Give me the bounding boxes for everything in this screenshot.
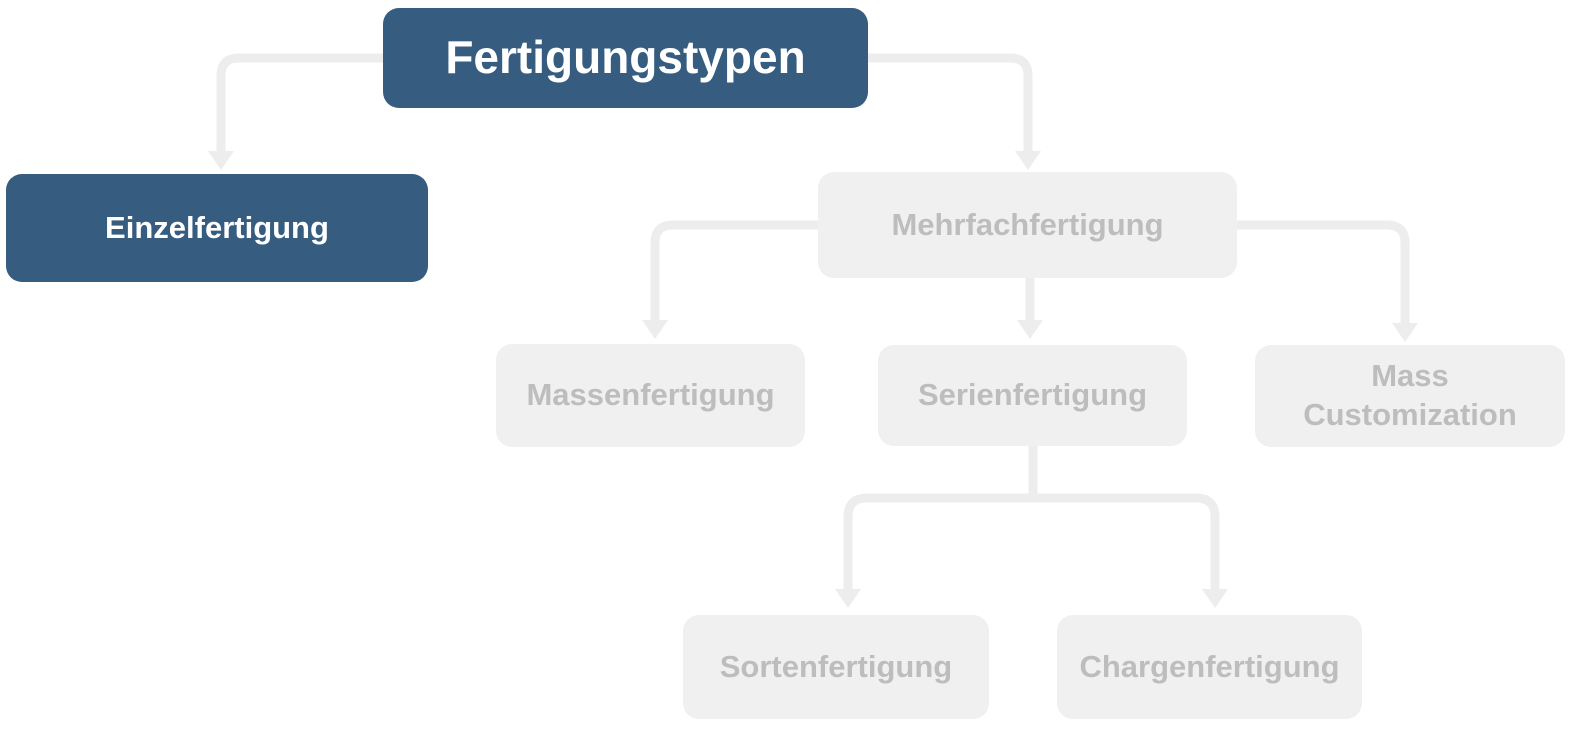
- node-einzelfertigung: Einzelfertigung: [6, 174, 428, 282]
- node-sortenfertigung: Sortenfertigung: [683, 615, 989, 719]
- arrowhead-masscustomization: [1392, 323, 1418, 342]
- node-label: Serienfertigung: [917, 377, 1148, 413]
- arrowhead-sortenfertigung: [835, 589, 861, 608]
- node-chargenfertigung: Chargenfertigung: [1057, 615, 1362, 719]
- node-serienfertigung: Serienfertigung: [878, 345, 1187, 446]
- arrowhead-serienfertigung: [1017, 320, 1043, 339]
- connector-mehrfach-masscustomization: [1232, 220, 1410, 324]
- connector-root-mehrfachfertigung: [862, 53, 1033, 152]
- node-massenfertigung: Massenfertigung: [496, 344, 805, 447]
- connector-mehrfach-massenfertigung: [650, 220, 824, 321]
- node-label: Mass Customization: [1303, 358, 1517, 432]
- node-mass-customization: Mass Customization: [1255, 345, 1565, 447]
- arrowhead-massenfertigung: [642, 320, 668, 339]
- arrowhead-chargenfertigung: [1202, 589, 1228, 608]
- node-fertigungstypen: Fertigungstypen: [383, 8, 868, 108]
- connector-serien-split: [843, 493, 1220, 590]
- node-mehrfachfertigung: Mehrfachfertigung: [818, 172, 1237, 278]
- node-label: Massenfertigung: [526, 377, 775, 413]
- node-label: Fertigungstypen: [445, 31, 806, 84]
- node-label: Sortenfertigung: [719, 648, 953, 684]
- node-label: Chargenfertigung: [1079, 648, 1340, 684]
- node-label: Mehrfachfertigung: [891, 206, 1164, 242]
- connector-root-einzelfertigung: [216, 53, 390, 152]
- arrowhead-mehrfachfertigung: [1015, 151, 1041, 170]
- node-label: Einzelfertigung: [105, 209, 329, 245]
- arrowhead-einzelfertigung: [208, 151, 234, 170]
